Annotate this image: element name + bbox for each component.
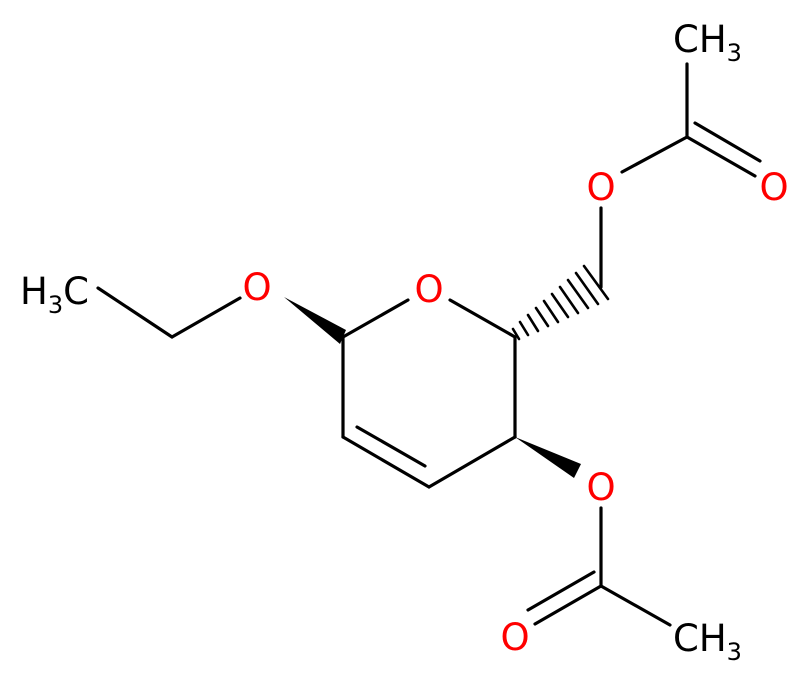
bond-ctop-ocarb-1 xyxy=(685,135,757,178)
atom-o-bottom-ester: O xyxy=(586,466,615,509)
bond-cbot-ch3 xyxy=(599,584,672,627)
atom-ch3-bottom: CH3 xyxy=(673,617,742,666)
stereo-bonds xyxy=(284,264,610,478)
bond-cbot-ocarb-2 xyxy=(526,570,596,612)
bond-c3-c2 xyxy=(341,435,431,489)
atom-o-ether: O xyxy=(242,266,271,309)
bond-ctop-ocarb-2 xyxy=(693,121,762,163)
atom-ch3-left: H3C xyxy=(20,270,89,319)
bond-otop-ctop xyxy=(620,135,689,174)
wedge-c4-o-bottom xyxy=(515,437,581,478)
bond-c1-oring xyxy=(341,298,410,339)
bond-c3-c2-inner xyxy=(355,425,427,468)
bond-ch3-ch2 xyxy=(96,286,174,339)
atom-o-top-carbonyl: O xyxy=(759,166,788,209)
hash-c5-ch2 xyxy=(511,264,610,341)
bond-ch2-o-ether xyxy=(170,296,242,339)
atom-labels: H3C O O O O CH3 O O CH3 xyxy=(20,18,789,666)
atom-o-ring: O xyxy=(414,268,443,311)
atom-o-top-ester: O xyxy=(586,166,615,209)
atom-ch3-top: CH3 xyxy=(673,18,742,67)
bond-oring-c5 xyxy=(448,298,517,339)
bond-cbot-ocarb-1 xyxy=(533,584,603,626)
wedge-c1-o-ether xyxy=(284,297,346,344)
bonds xyxy=(96,62,762,627)
atom-o-bottom-carbonyl: O xyxy=(500,616,529,659)
bond-c4-c3 xyxy=(427,435,517,489)
